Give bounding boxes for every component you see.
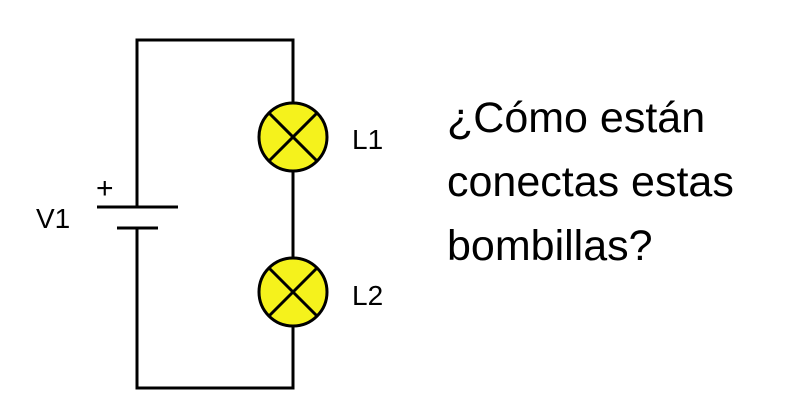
battery-v1	[97, 205, 178, 230]
lamp-l2-filament-b	[267, 266, 319, 318]
lamp-l1-label: L1	[352, 124, 383, 155]
battery-label: V1	[36, 203, 70, 234]
battery-plus-sign: +	[96, 172, 114, 205]
question-text: ¿Cómo están conectas estas bombillas?	[447, 86, 792, 278]
question-line-2: conectas estas	[447, 158, 734, 206]
lamp-l2	[257, 256, 329, 328]
circuit-wires	[135, 38, 295, 390]
lamp-l2-label: L2	[352, 280, 383, 311]
lamp-l1	[257, 101, 329, 173]
lamp-l1-filament-b	[267, 111, 319, 163]
question-line-1: ¿Cómo están	[447, 94, 706, 142]
question-line-3: bombillas?	[447, 222, 653, 270]
